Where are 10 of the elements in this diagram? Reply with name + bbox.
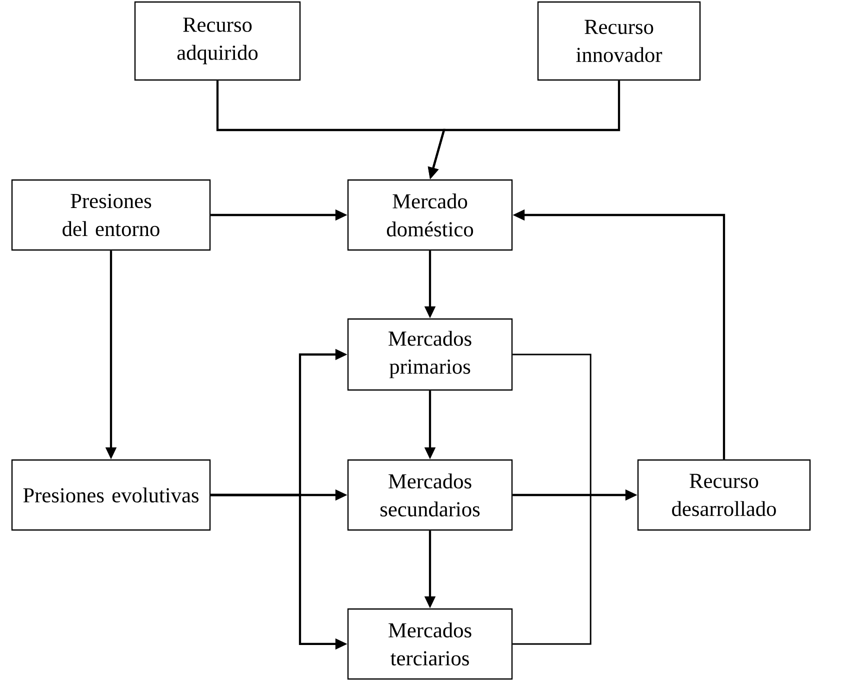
process-box: Mercados secundarios (347, 459, 513, 531)
process-box: Recurso adquirido (134, 1, 301, 81)
connector-line (512, 354, 592, 645)
process-box: Presiones del entorno (11, 179, 211, 251)
process-box: Mercado doméstico (347, 179, 513, 251)
process-box: Recurso desarrollado (637, 459, 811, 531)
process-box: Mercados terciarios (347, 608, 513, 680)
process-box: Presiones evolutivas (11, 459, 211, 531)
process-box: Recurso innovador (537, 1, 701, 81)
process-box: Mercados primarios (347, 318, 513, 391)
